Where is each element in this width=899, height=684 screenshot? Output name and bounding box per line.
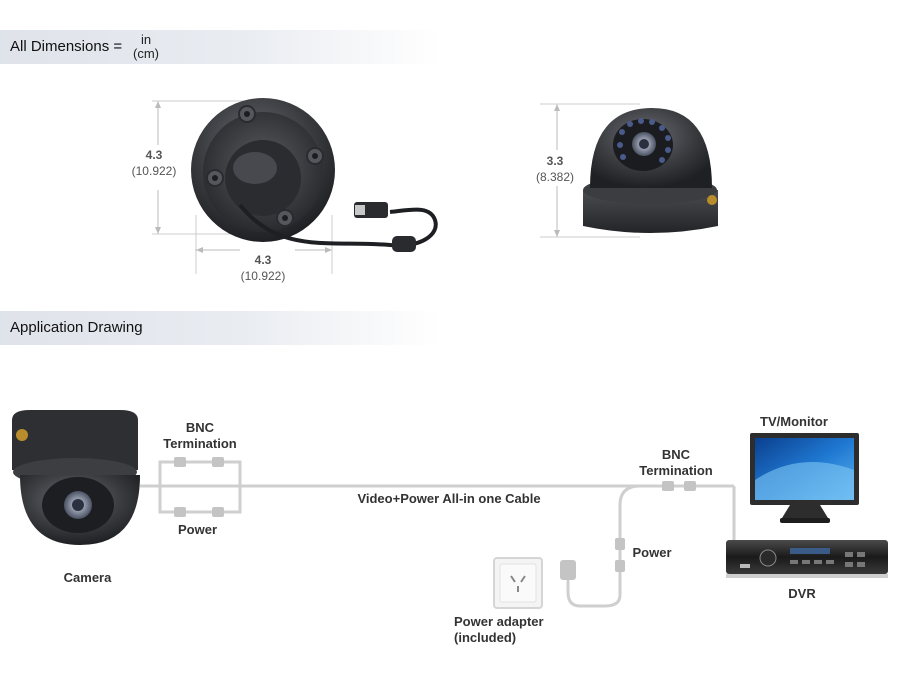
dvr-label: DVR bbox=[788, 586, 816, 601]
front-height-cm: (8.382) bbox=[535, 170, 575, 184]
power-adapter-line2: (included) bbox=[454, 630, 517, 645]
back-width-in: 4.3 bbox=[254, 253, 272, 267]
application-title: Application Drawing bbox=[10, 319, 143, 336]
dimensions-title: All Dimensions = bbox=[10, 38, 123, 55]
bnc-right-line1: BNC bbox=[661, 447, 691, 462]
power-adapter-line1: Power adapter bbox=[454, 614, 544, 629]
cable-label: Video+Power All-in one Cable bbox=[357, 491, 541, 506]
bnc-left-label: BNC Termination bbox=[160, 420, 240, 452]
dimensions-header bbox=[0, 30, 440, 64]
wall-outlet-icon bbox=[493, 557, 543, 609]
front-height-in: 3.3 bbox=[546, 154, 564, 168]
bnc-left-line2: Termination bbox=[163, 436, 237, 451]
camera-front-view bbox=[540, 103, 718, 238]
connectors bbox=[174, 457, 696, 580]
tv-monitor-label: TV/Monitor bbox=[760, 414, 828, 429]
back-width-dimension: 4.3 (10.922) bbox=[230, 252, 296, 284]
bnc-right-line2: Termination bbox=[639, 463, 713, 478]
bnc-left-line1: BNC bbox=[185, 420, 215, 435]
power-right-label: Power bbox=[632, 545, 672, 560]
unit-inches: in bbox=[140, 32, 152, 47]
back-height-cm: (10.922) bbox=[131, 164, 177, 178]
cable-lines bbox=[140, 460, 736, 608]
camera-back-view bbox=[152, 98, 438, 274]
unit-cm: (cm) bbox=[133, 46, 159, 61]
back-width-cm: (10.922) bbox=[240, 269, 286, 283]
back-height-dimension: 4.3 (10.922) bbox=[122, 147, 186, 179]
application-header bbox=[0, 311, 440, 345]
unit-fraction: in (cm) bbox=[133, 33, 159, 61]
back-height-in: 4.3 bbox=[145, 148, 163, 162]
camera-icon bbox=[12, 410, 140, 545]
bnc-right-label: BNC Termination bbox=[632, 447, 720, 479]
dvr-icon bbox=[726, 540, 888, 578]
power-left-label: Power bbox=[177, 522, 217, 537]
front-height-dimension: 3.3 (8.382) bbox=[524, 153, 586, 185]
power-adapter-label: Power adapter (included) bbox=[454, 614, 562, 646]
tv-monitor-icon bbox=[750, 433, 859, 523]
camera-label: Camera bbox=[63, 570, 112, 585]
